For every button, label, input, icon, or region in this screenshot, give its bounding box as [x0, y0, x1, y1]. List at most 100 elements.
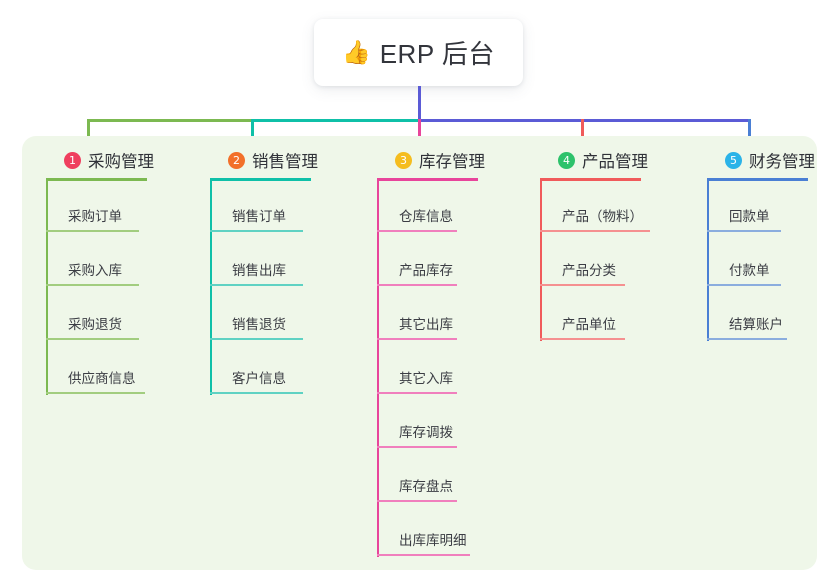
column-trunk-product	[540, 178, 542, 341]
list-item[interactable]: 采购入库	[46, 232, 139, 286]
drop-sales	[251, 119, 254, 147]
list-item[interactable]: 客户信息	[210, 340, 303, 394]
list-item[interactable]: 产品单位	[540, 286, 625, 340]
column-trunk-sales	[210, 178, 212, 395]
list-item-rule	[210, 392, 303, 394]
bus-segment-teal	[251, 119, 420, 122]
list-item-rule	[210, 338, 303, 340]
list-item-label: 采购入库	[68, 263, 122, 278]
drop-inventory	[418, 119, 421, 147]
root-node[interactable]: 👍 ERP 后台	[314, 19, 523, 86]
column-sales: 2 销售管理 销售订单 销售出库 销售退货 客户信息	[210, 147, 360, 395]
list-item-label: 产品库存	[399, 263, 453, 278]
diagram-panel	[22, 136, 817, 570]
list-item-rule	[377, 500, 457, 502]
column-header-purchase[interactable]: 1 采购管理	[46, 147, 196, 173]
list-item-label: 其它入库	[399, 371, 453, 386]
list-item-label: 其它出库	[399, 317, 453, 332]
column-header-sales[interactable]: 2 销售管理	[210, 147, 360, 173]
list-item[interactable]: 产品（物料）	[540, 178, 650, 232]
badge-4: 4	[558, 151, 575, 169]
column-rule-product	[540, 178, 641, 181]
list-item[interactable]: 仓库信息	[377, 178, 457, 232]
column-trunk-inventory	[377, 178, 379, 557]
bus-segment-green	[87, 119, 253, 122]
column-trunk-finance	[707, 178, 709, 341]
list-item-rule	[210, 284, 303, 286]
list-item-label: 销售订单	[232, 209, 286, 224]
list-item[interactable]: 销售订单	[210, 178, 303, 232]
root-title: ERP 后台	[379, 39, 495, 69]
list-item[interactable]: 其它入库	[377, 340, 457, 394]
list-item[interactable]: 其它出库	[377, 286, 457, 340]
list-item[interactable]: 供应商信息	[46, 340, 145, 394]
list-item[interactable]: 产品分类	[540, 232, 625, 286]
drop-product	[581, 119, 584, 147]
list-item-label: 销售出库	[232, 263, 286, 278]
bus-segment-blue	[418, 119, 751, 122]
column-rule-purchase	[46, 178, 147, 181]
list-item-rule	[377, 338, 457, 340]
list-item-label: 付款单	[729, 263, 770, 278]
list-item-rule	[377, 554, 470, 556]
list-item[interactable]: 采购订单	[46, 178, 139, 232]
column-header-product[interactable]: 4 产品管理	[540, 147, 700, 173]
list-item-rule	[46, 392, 145, 394]
list-item[interactable]: 出库库明细	[377, 502, 470, 556]
list-item-rule	[377, 230, 457, 232]
column-title-inventory: 库存管理	[419, 153, 485, 171]
column-rule-sales	[210, 178, 311, 181]
column-inventory: 3 库存管理 仓库信息 产品库存 其它出库 其它入库 库存调拨 库存盘点	[377, 147, 527, 557]
column-purchase: 1 采购管理 采购订单 采购入库 采购退货 供应商信息	[46, 147, 196, 395]
drop-finance	[748, 119, 751, 147]
list-item-rule	[377, 392, 457, 394]
list-item-label: 采购订单	[68, 209, 122, 224]
list-item-label: 库存盘点	[399, 479, 453, 494]
column-title-purchase: 采购管理	[88, 153, 154, 171]
list-item-label: 客户信息	[232, 371, 286, 386]
list-item-rule	[46, 284, 139, 286]
list-item[interactable]: 产品库存	[377, 232, 457, 286]
list-item[interactable]: 回款单	[707, 178, 781, 232]
list-item-rule	[540, 230, 650, 232]
list-item-rule	[210, 230, 303, 232]
list-item-label: 采购退货	[68, 317, 122, 332]
list-item-rule	[377, 284, 457, 286]
list-item[interactable]: 库存调拨	[377, 394, 457, 448]
list-item-rule	[707, 284, 781, 286]
list-item-label: 销售退货	[232, 317, 286, 332]
list-item-label: 仓库信息	[399, 209, 453, 224]
column-header-inventory[interactable]: 3 库存管理	[377, 147, 527, 173]
list-item-rule	[707, 338, 787, 340]
list-item-label: 产品分类	[562, 263, 616, 278]
column-header-finance[interactable]: 5 财务管理	[707, 147, 839, 173]
list-item[interactable]: 结算账户	[707, 286, 787, 340]
column-finance: 5 财务管理 回款单 付款单 结算账户	[707, 147, 839, 341]
list-item-label: 出库库明细	[399, 533, 467, 548]
list-item-label: 产品（物料）	[562, 209, 643, 224]
list-item-rule	[540, 284, 625, 286]
badge-1: 1	[64, 151, 81, 169]
badge-2: 2	[228, 151, 245, 169]
column-title-finance: 财务管理	[749, 153, 815, 171]
list-item[interactable]: 销售退货	[210, 286, 303, 340]
column-product: 4 产品管理 产品（物料） 产品分类 产品单位	[540, 147, 700, 341]
list-item[interactable]: 销售出库	[210, 232, 303, 286]
column-title-sales: 销售管理	[252, 153, 318, 171]
list-item-rule	[46, 230, 139, 232]
column-rule-inventory	[377, 178, 478, 181]
column-title-product: 产品管理	[582, 153, 648, 171]
list-item[interactable]: 付款单	[707, 232, 781, 286]
badge-3: 3	[395, 151, 412, 169]
list-item-label: 回款单	[729, 209, 770, 224]
column-trunk-purchase	[46, 178, 48, 395]
column-rule-finance	[707, 178, 808, 181]
list-item[interactable]: 库存盘点	[377, 448, 457, 502]
list-item-label: 产品单位	[562, 317, 616, 332]
list-item[interactable]: 采购退货	[46, 286, 139, 340]
list-item-rule	[46, 338, 139, 340]
drop-purchase	[87, 119, 90, 147]
list-item-label: 供应商信息	[68, 371, 136, 386]
thumbs-up-icon: 👍	[342, 39, 371, 65]
